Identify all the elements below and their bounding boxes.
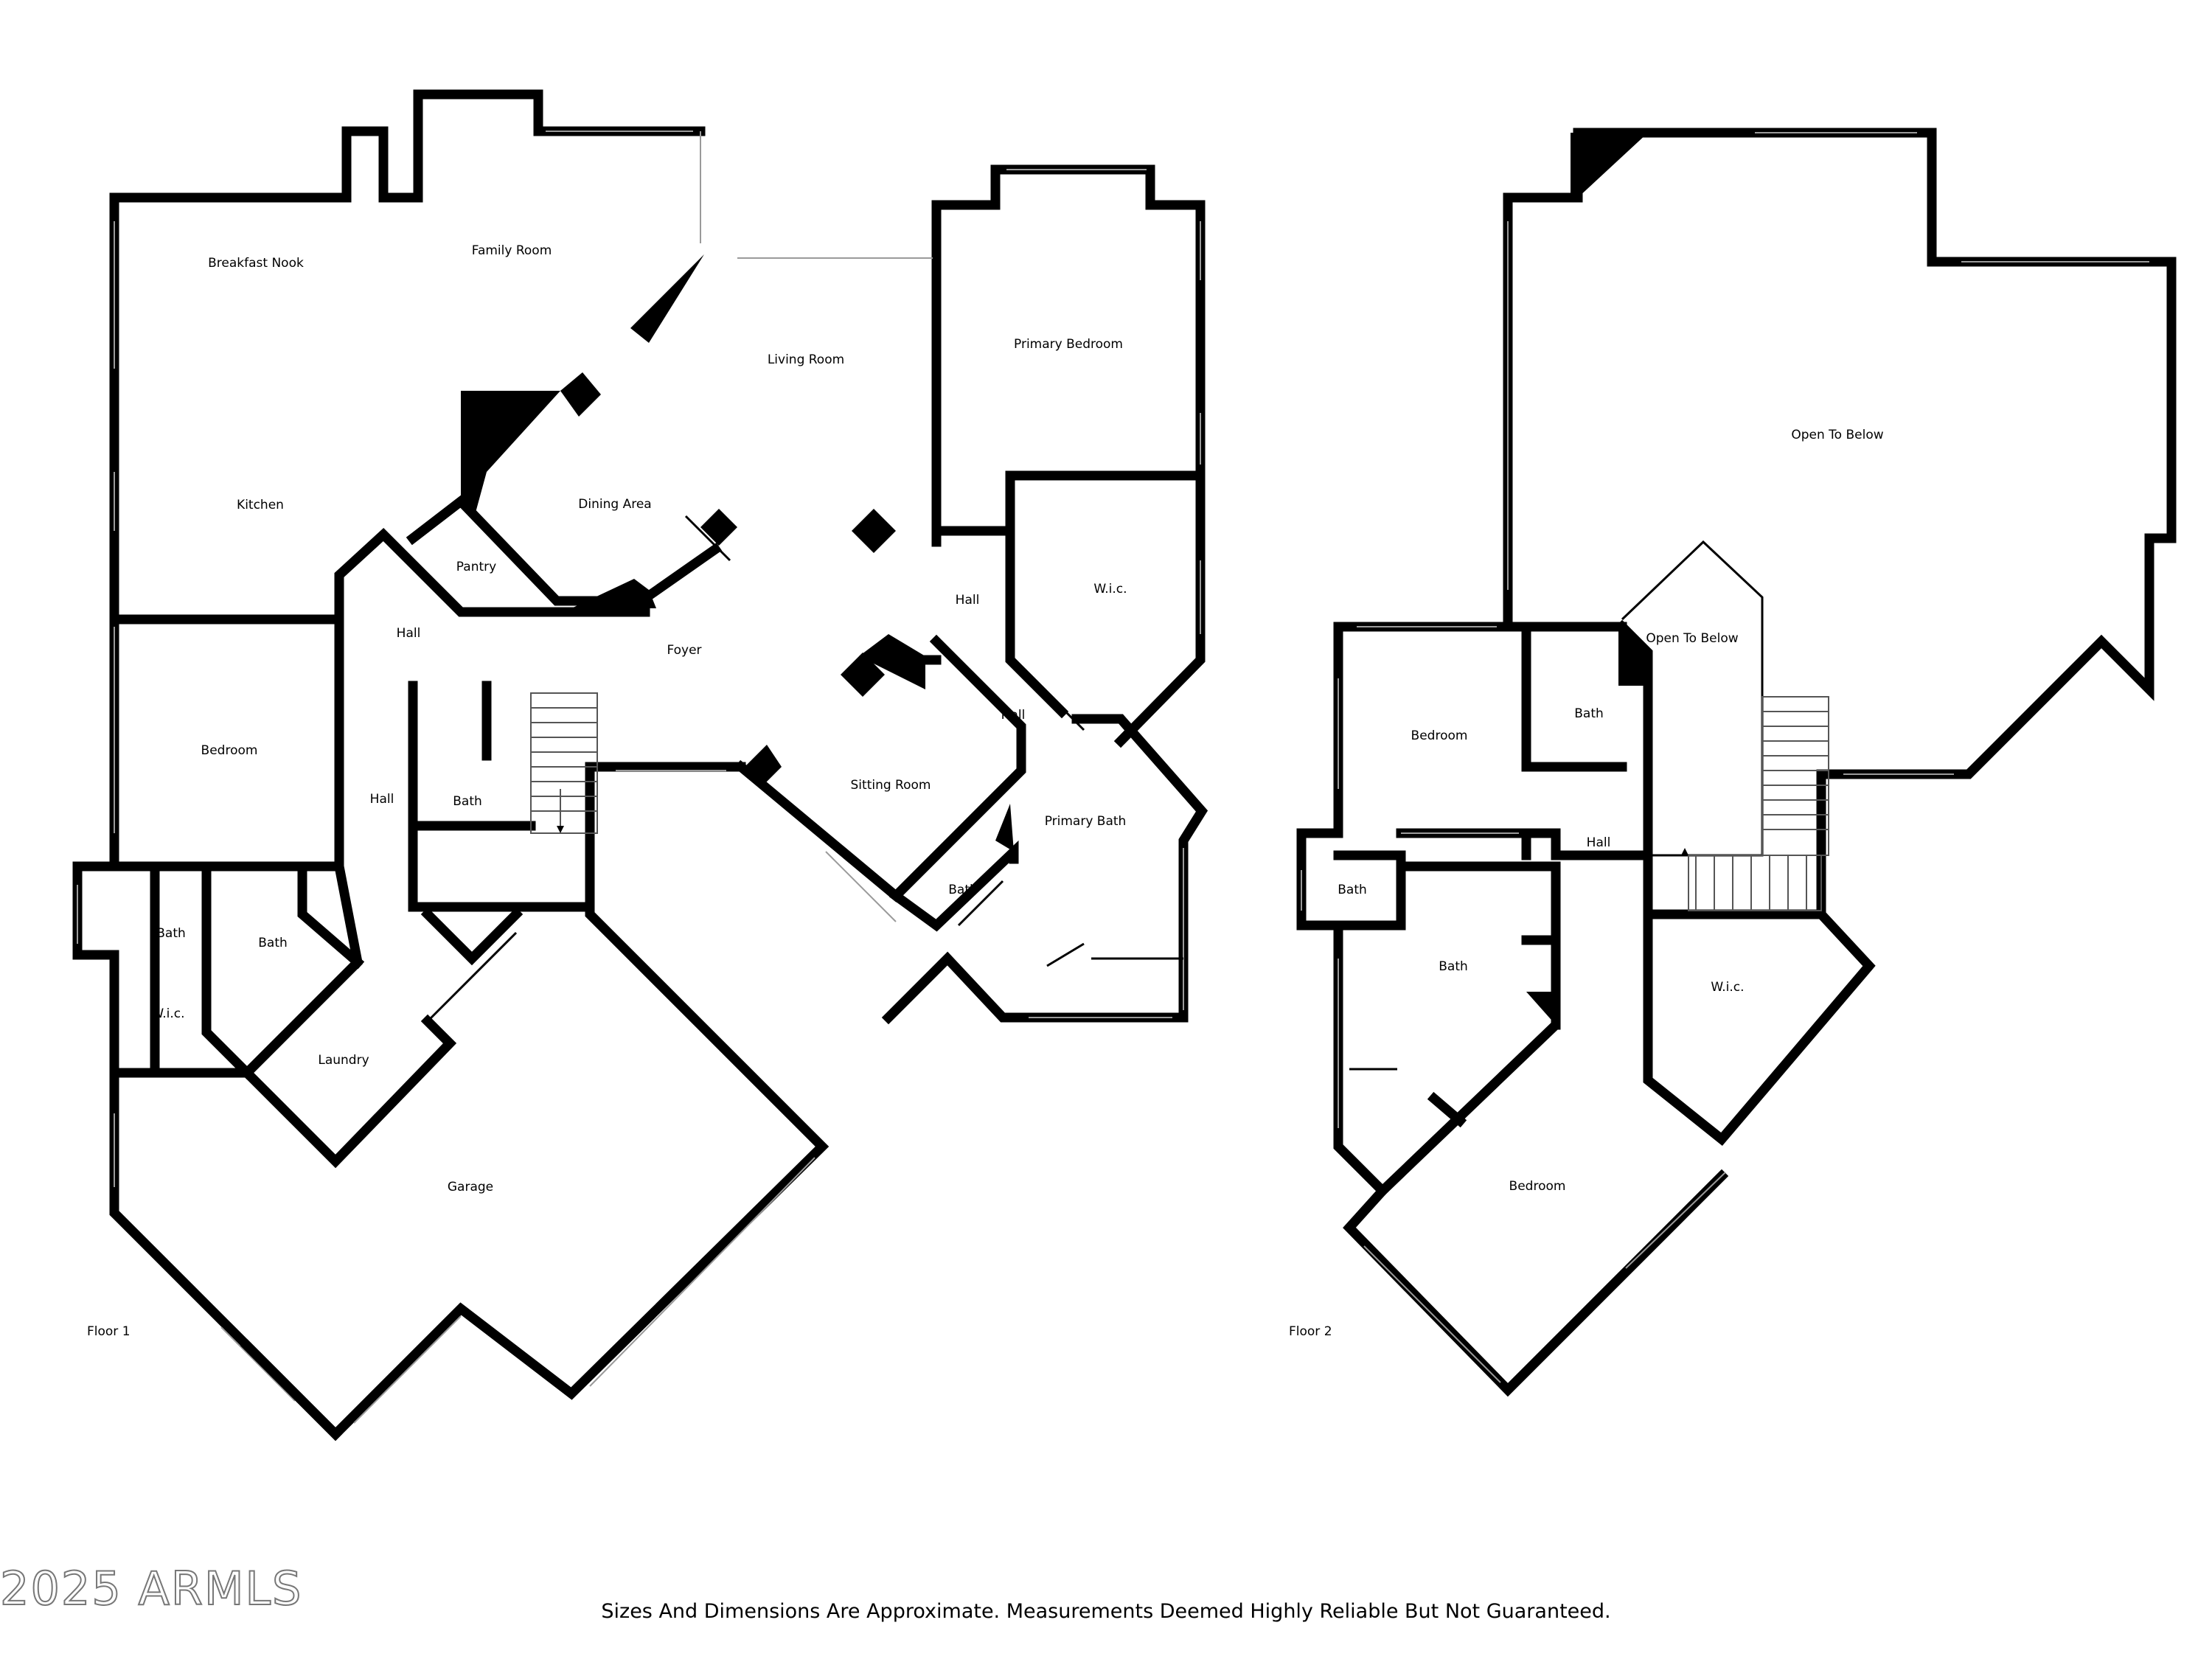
label-bath-left-small: Bath [156, 926, 186, 941]
label-primary-bedroom: Primary Bedroom [1014, 337, 1123, 352]
label-pantry: Pantry [456, 560, 496, 574]
label-kitchen: Kitchen [237, 498, 284, 512]
floor-1-label: Floor 1 [87, 1324, 131, 1339]
floor-1-plan [72, 89, 1208, 1441]
floor-2-room-labels: Open To Below Open To Below Bedroom Bath… [1338, 428, 1883, 1194]
floor-2-label: Floor 2 [1289, 1324, 1332, 1339]
label-wic-primary: W.i.c. [1093, 582, 1127, 597]
label-hall-3: Hall [1001, 708, 1026, 723]
label-foyer: Foyer [667, 643, 701, 658]
label-breakfast-nook: Breakfast Nook [208, 256, 304, 271]
label-wic-floor2: W.i.c. [1711, 980, 1744, 995]
label-bath-center: Bath [453, 794, 482, 809]
floor-2-plan [1296, 128, 2177, 1397]
label-bath-sitting: Bath [948, 883, 978, 897]
label-hall-4: Hall [370, 792, 394, 807]
floor-1-stairs [530, 692, 598, 834]
label-living-room: Living Room [768, 352, 844, 367]
label-laundry: Laundry [318, 1053, 369, 1068]
label-hall-2: Hall [956, 593, 980, 608]
floor-2-stairs [1681, 696, 1829, 911]
label-hall-1: Hall [397, 626, 421, 641]
floor-1-room-labels: Breakfast Nook Family Room Living Room P… [151, 243, 1127, 1194]
label-hall-floor2: Hall [1587, 835, 1611, 850]
label-dining-area: Dining Area [578, 497, 651, 512]
label-bedroom-bottom: Bedroom [1509, 1179, 1566, 1194]
label-bath-left: Bath [258, 936, 288, 950]
label-wic-left: W.i.c. [151, 1006, 184, 1021]
label-bedroom: Bedroom [201, 743, 258, 758]
label-bath-top: Bath [1574, 706, 1604, 721]
label-family-room: Family Room [472, 243, 552, 258]
label-bath-floor2: Bath [1439, 959, 1468, 974]
label-sitting-room: Sitting Room [851, 778, 931, 793]
watermark: 2025 ARMLS [0, 1561, 303, 1616]
label-open-to-below-large: Open To Below [1791, 428, 1883, 442]
label-garage: Garage [448, 1180, 493, 1194]
label-bath-small: Bath [1338, 883, 1367, 897]
label-open-to-below-small: Open To Below [1646, 631, 1738, 646]
label-primary-bath: Primary Bath [1045, 814, 1127, 829]
label-bedroom-top: Bedroom [1411, 728, 1468, 743]
disclaimer: Sizes And Dimensions Are Approximate. Me… [601, 1600, 1611, 1623]
